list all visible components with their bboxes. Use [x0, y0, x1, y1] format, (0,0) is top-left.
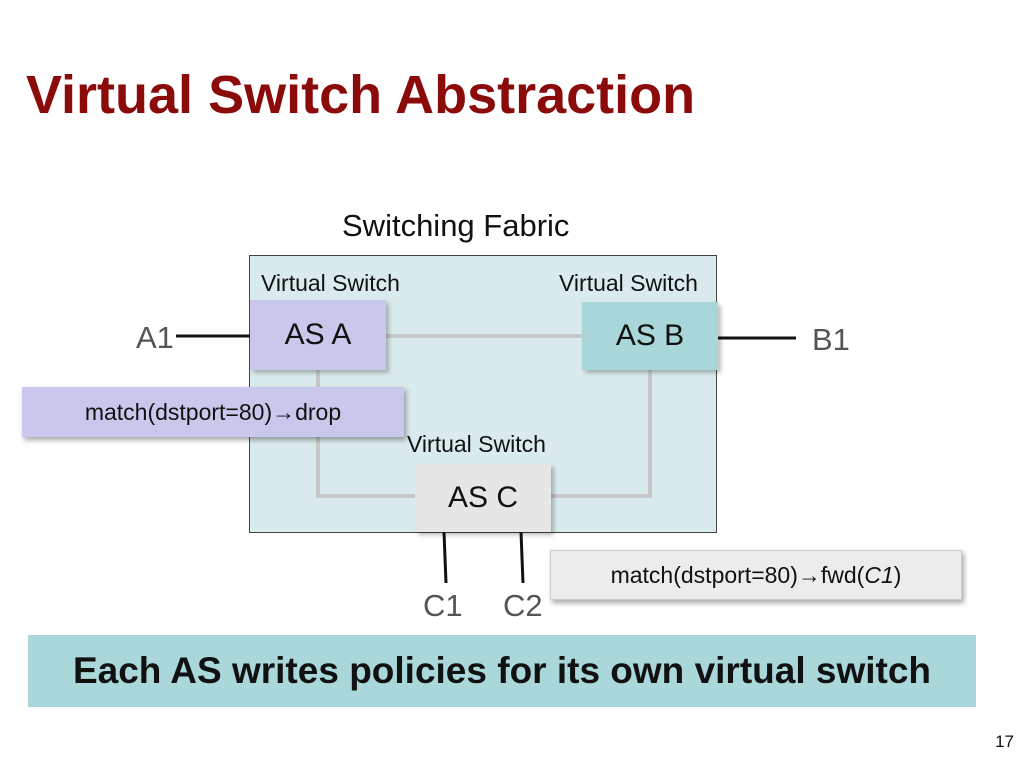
port-a1-label: A1 [136, 320, 174, 355]
page-number: 17 [995, 732, 1014, 751]
link-port-c2 [519, 531, 525, 584]
virtual-switch-a-caption: Virtual Switch [261, 270, 400, 296]
link-port-c1 [442, 531, 448, 584]
summary-banner: Each AS writes policies for its own virt… [28, 635, 976, 707]
port-b1-label: B1 [812, 322, 850, 357]
switch-as-b: AS B [582, 302, 718, 370]
policy-c-action-arg: C1 [864, 561, 894, 588]
policy-c-action-post: ) [893, 561, 902, 588]
policy-as-c: match(dstport=80)→fwd(C1) [550, 550, 962, 600]
policy-c-match: match(dstport=80) [610, 561, 798, 588]
link-as-b-as-c [551, 370, 652, 498]
port-c1-label: C1 [423, 588, 463, 623]
arrow-right-icon: → [797, 561, 821, 588]
port-c2-label: C2 [503, 588, 543, 623]
policy-a-match: match(dstport=80) [84, 398, 273, 425]
policy-c-action-pre: fwd( [820, 561, 865, 588]
policy-a-action: drop [295, 398, 342, 425]
switch-as-a: AS A [250, 300, 386, 370]
virtual-switch-c-caption: Virtual Switch [407, 431, 546, 457]
policy-as-a: match(dstport=80)→drop [22, 387, 404, 437]
arrow-right-icon: → [272, 398, 296, 425]
virtual-switch-b-caption: Virtual Switch [559, 270, 698, 296]
switching-fabric-label: Switching Fabric [342, 208, 570, 243]
switch-as-c: AS C [415, 464, 551, 532]
slide-title: Virtual Switch Abstraction [26, 65, 696, 125]
